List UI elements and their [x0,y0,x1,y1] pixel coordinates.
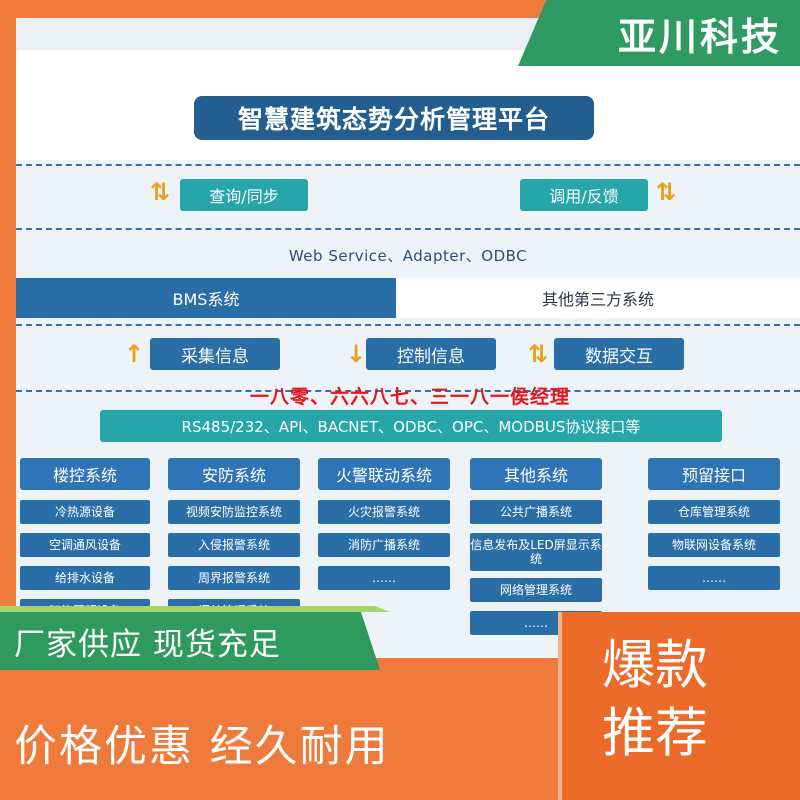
column-item: 信息发布及LED屏显示系统 [470,533,602,571]
up-down-arrow-icon: ⇅ [150,178,171,206]
supply-banner-text: 厂家供应 现货充足 [14,626,281,663]
brand-ribbon: 亚川科技 [518,0,800,66]
call-feedback-box: 调用/反馈 [520,179,648,211]
column-header: 预留接口 [648,458,780,490]
contact-slogan: 一八零、六六八七、三一八一侯经理 [249,385,570,408]
promo-line: 爆款 [602,635,708,696]
up-down-arrow-icon: ⇅ [656,178,677,206]
column-item: …… [318,566,450,590]
column-item: …… [648,566,780,590]
banner-accent-stripe [0,606,390,612]
column-item: 周界报警系统 [168,566,300,590]
column-item: 入侵报警系统 [168,533,300,557]
promo-badge: 爆款 推荐 [558,612,800,800]
bms-system-bar: BMS系统 [16,278,396,318]
dashed-divider [16,390,800,392]
column-item: 给排水设备 [20,566,150,590]
query-sync-box: 查询/同步 [180,179,308,211]
up-down-arrow-icon: ⇅ [528,340,549,368]
dashed-divider [16,164,800,166]
column-item: 仓库管理系统 [648,500,780,524]
control-info-box: 控制信息 [366,338,496,370]
down-arrow-icon: ↓ [346,340,367,368]
column-item: 消防广播系统 [318,533,450,557]
dashed-divider [16,228,800,230]
column-item: 空调通风设备 [20,533,150,557]
platform-title: 智慧建筑态势分析管理平台 [194,96,594,140]
column-header: 火警联动系统 [318,458,450,490]
dashed-divider [16,324,800,326]
column-item: 火灾报警系统 [318,500,450,524]
column-item: 冷热源设备 [20,500,150,524]
brand-name: 亚川科技 [617,14,782,59]
promo-line: 推荐 [602,703,708,764]
column-item: 公共广播系统 [470,500,602,524]
collect-info-box: 采集信息 [150,338,280,370]
up-arrow-icon: ↑ [124,340,145,368]
column-header: 安防系统 [168,458,300,490]
price-banner-text: 价格优惠 经久耐用 [14,722,390,772]
protocol-line: Web Service、Adapter、ODBC [288,246,528,265]
column-item: 网络管理系统 [470,578,602,602]
data-exchange-box: 数据交互 [554,338,684,370]
third-party-system-bar: 其他第三方系统 [396,278,800,318]
column-item: 视频安防监控系统 [168,500,300,524]
column-header: 其他系统 [470,458,602,490]
column-item: 物联网设备系统 [648,533,780,557]
supply-banner: 厂家供应 现货充足 [0,612,380,670]
protocol-bar: RS485/232、API、BACNET、ODBC、OPC、MODBUS协议接口… [100,410,722,442]
column-header: 楼控系统 [20,458,150,490]
